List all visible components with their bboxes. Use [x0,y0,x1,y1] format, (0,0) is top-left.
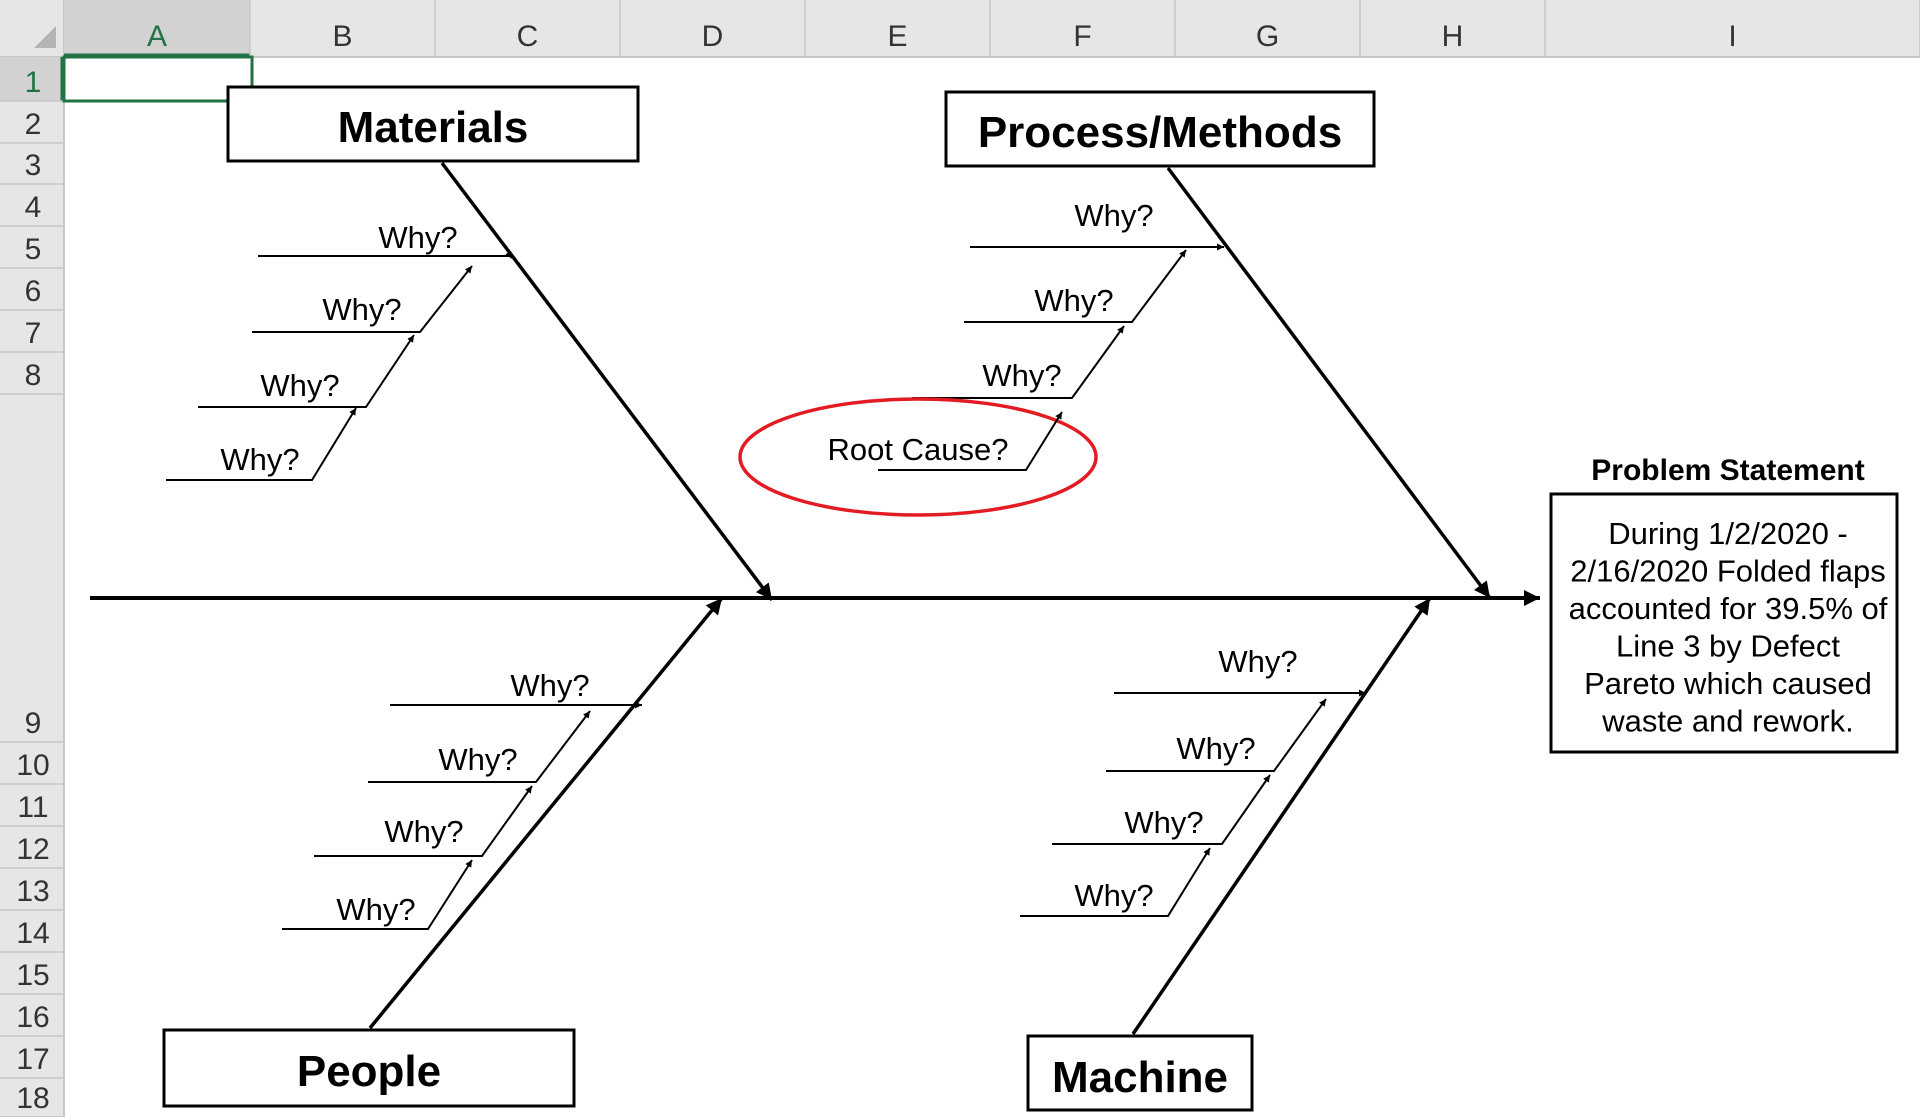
row-header-11[interactable]: 11 [17,791,48,824]
problem-statement-line: Pareto which caused [1584,666,1872,701]
row-header-7[interactable]: 7 [25,317,42,350]
problem-statement-box [1549,492,1899,754]
machine-why-label: Why? [1176,731,1255,766]
people-bone [368,596,724,1030]
row-header-18[interactable]: 18 [16,1082,49,1115]
materials-why-label: Why? [220,442,299,477]
row-header-5[interactable]: 5 [25,233,42,266]
row-header-9[interactable]: 9 [25,707,42,740]
machine-box [1026,1034,1254,1112]
machine-why-branch [1052,774,1271,845]
process-why-branch [912,325,1125,399]
row-header-17[interactable]: 17 [16,1043,49,1076]
row-header-14[interactable]: 14 [16,917,49,950]
machine-why-label: Why? [1074,878,1153,913]
materials-why-label: Why? [378,220,457,255]
machine-why-label: Why? [1218,644,1297,679]
row-header-6[interactable]: 6 [25,275,42,308]
column-header-b[interactable]: B [332,20,352,53]
process-methods-box [944,90,1376,168]
root-cause-line [878,411,1063,471]
column-header-c[interactable]: C [517,20,539,53]
row-header-selected [0,57,64,101]
machine-why-branch [1020,847,1211,917]
machine-why-label: Why? [1124,805,1203,840]
people-why-label: Why? [438,742,517,777]
column-header-a[interactable]: A [147,20,167,53]
problem-statement-line: accounted for 39.5% of [1569,591,1888,626]
process-why-label: Why? [1074,198,1153,233]
row-header-15[interactable]: 15 [16,959,49,992]
column-header-d[interactable]: D [702,20,724,53]
column-header-bar [0,0,1920,57]
row-header-10[interactable]: 10 [16,749,49,782]
people-why-branch [282,859,473,930]
machine-bone [1131,597,1432,1035]
materials-why-branch [166,407,357,481]
row-header-13[interactable]: 13 [16,875,49,908]
row-header-12[interactable]: 12 [16,833,49,866]
problem-statement-title: Problem Statement [1591,454,1864,487]
people-why-branch [314,785,533,857]
selected-cell-a1[interactable] [62,55,254,103]
people-box [162,1028,576,1108]
root-cause-label: Root Cause? [828,432,1009,467]
column-header-f[interactable]: F [1073,20,1091,53]
materials-why-branch [198,334,415,408]
column-header-g[interactable]: G [1256,20,1279,53]
row-header-1[interactable]: 1 [25,66,42,99]
row-header-8[interactable]: 8 [25,359,42,392]
process-why-branch [964,249,1187,323]
row-header-3[interactable]: 3 [25,149,42,182]
materials-label: Materials [338,103,529,152]
problem-statement-line: waste and rework. [1601,704,1854,739]
machine-label: Machine [1052,1053,1228,1102]
machine-why-branch [1106,698,1327,772]
column-header-i[interactable]: I [1728,20,1736,53]
materials-why-label: Why? [260,368,339,403]
people-why-branch [368,710,591,783]
row-header-bar [0,0,64,1117]
people-why-label: Why? [510,668,589,703]
column-header-selected [64,0,250,57]
root-cause-highlight [738,397,1098,517]
people-why-label: Why? [336,892,415,927]
materials-bone [440,161,774,602]
select-all-corner[interactable] [34,26,56,48]
materials-why-branch [258,250,513,259]
process-methods-bone [1166,166,1492,600]
materials-why-branch [252,265,473,333]
process-why-label: Why? [982,358,1061,393]
process-methods-label: Process/Methods [978,108,1342,157]
column-header-h[interactable]: H [1442,20,1464,53]
materials-box [226,85,640,163]
column-header-e[interactable]: E [887,20,907,53]
problem-statement-line: Line 3 by Defect [1616,629,1840,664]
materials-why-label: Why? [322,292,401,327]
process-why-label: Why? [1034,283,1113,318]
problem-statement-line: During 1/2/2020 - [1608,516,1848,551]
people-why-label: Why? [384,814,463,849]
problem-statement-line: 2/16/2020 Folded flaps [1570,554,1885,589]
row-header-4[interactable]: 4 [25,191,42,224]
row-header-16[interactable]: 16 [16,1001,49,1034]
people-label: People [297,1047,441,1096]
row-header-2[interactable]: 2 [25,108,42,141]
